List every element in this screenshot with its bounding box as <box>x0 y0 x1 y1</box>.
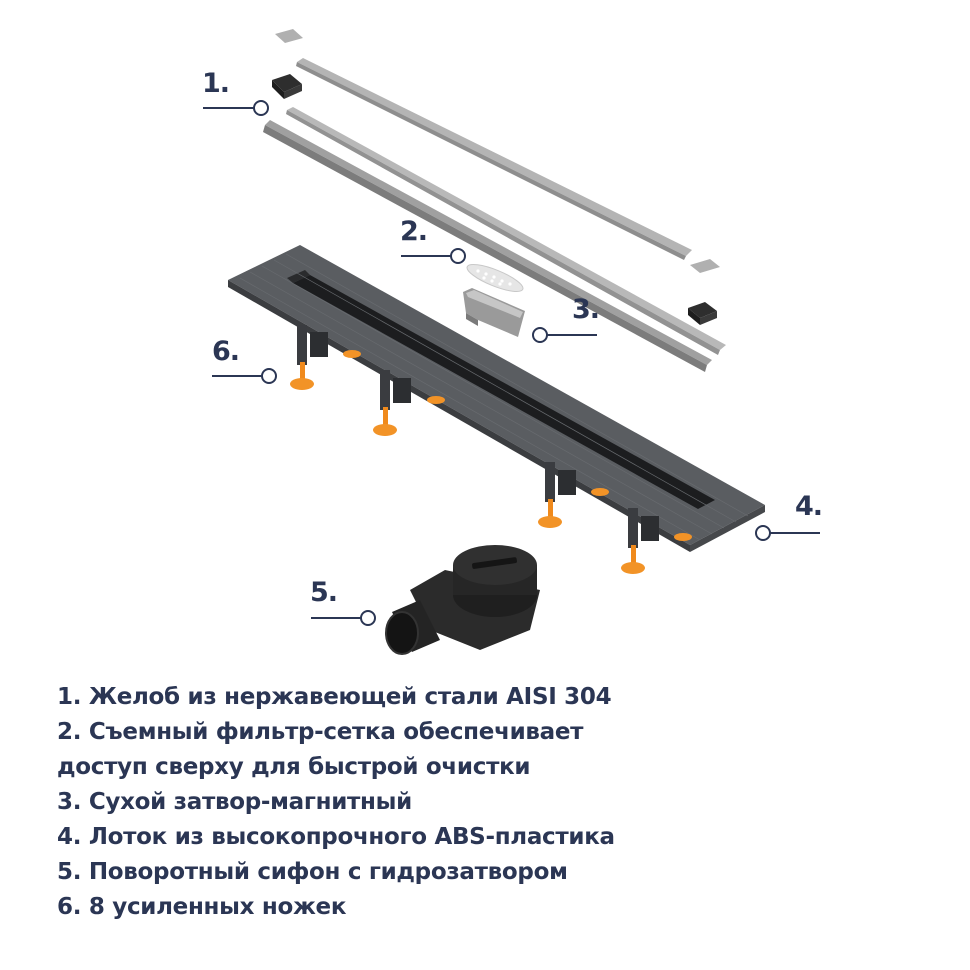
legend-item-3: 3. Сухой затвор-магнитный <box>57 789 412 815</box>
leg-icon <box>290 325 328 390</box>
abs-tray-part <box>228 245 765 552</box>
legend-item-4: 4. Лоток из высокопрочного ABS-пластика <box>57 824 615 850</box>
callout-5: 5. <box>310 577 338 608</box>
drain-illustration <box>203 29 820 655</box>
leg-icon <box>373 370 411 436</box>
legs-part <box>290 325 692 574</box>
callout-4: 4. <box>795 491 823 522</box>
leg-icon <box>621 508 659 574</box>
legend-item-5: 5. Поворотный сифон с гидрозатвором <box>57 859 568 885</box>
dry-trap-part <box>463 288 525 337</box>
clip-icon <box>688 302 717 325</box>
legend-item-1: 1. Желоб из нержавеющей стали AISI 304 <box>57 684 612 710</box>
callout-3: 3. <box>572 294 600 325</box>
exploded-diagram: 1. 2. 3. 4. 5. 6. <box>202 29 823 655</box>
callout-6: 6. <box>212 336 240 367</box>
legend-item-2: 2. Съемный фильтр-сетка обеспечивает <box>57 719 584 745</box>
clip-icon <box>272 74 302 99</box>
callout-2: 2. <box>400 216 428 247</box>
legend-item-6: 6. 8 усиленных ножек <box>57 894 347 920</box>
siphon-part <box>385 545 540 655</box>
callout-1: 1. <box>202 68 230 99</box>
steel-channel-part <box>263 29 726 372</box>
callout-lines <box>203 100 820 626</box>
legend-item-2-cont: доступ сверху для быстрой очистки <box>57 754 531 780</box>
parts-legend: 1. Желоб из нержавеющей стали AISI 304 2… <box>57 680 937 925</box>
filter-mesh-part <box>466 264 524 292</box>
leg-icon <box>538 462 576 528</box>
